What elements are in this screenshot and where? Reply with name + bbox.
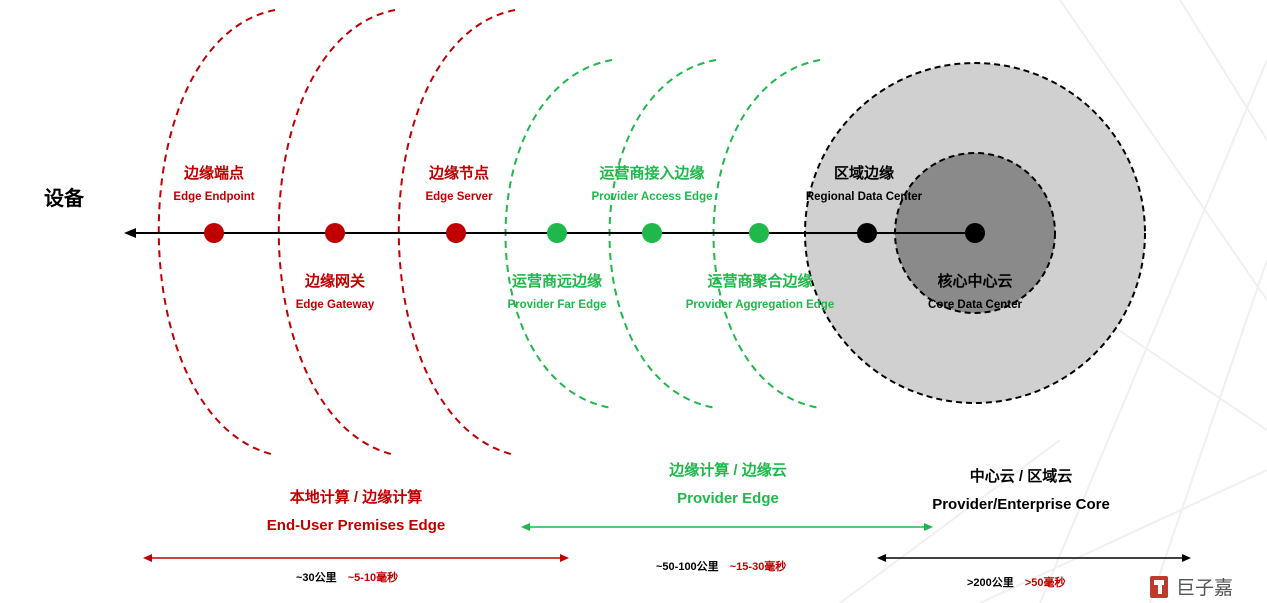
range-arrow-provider-edge bbox=[521, 523, 933, 531]
node-zh-provider-access-edge: 运营商接入边缘 bbox=[599, 164, 704, 182]
distance-value-provider-edge: ~50-100公里 bbox=[656, 560, 719, 573]
node-en-regional-data-center: Regional Data Center bbox=[806, 191, 923, 203]
distance-end-user: ~30公里 ~5-10毫秒 bbox=[296, 570, 398, 584]
node-en-edge-server: Edge Server bbox=[425, 191, 493, 203]
node-provider-aggregation-edge: 运营商聚合边缘 Provider Aggregation Edge bbox=[686, 223, 834, 311]
category-en-provider-edge: Provider Edge bbox=[677, 490, 779, 507]
node-en-edge-gateway: Edge Gateway bbox=[296, 299, 375, 311]
distance-value-provider-core: >200公里 bbox=[967, 576, 1014, 589]
node-dot-regional-data-center bbox=[857, 223, 877, 243]
node-edge-endpoint: 边缘端点 Edge Endpoint bbox=[173, 164, 255, 243]
latency-value-provider-core: >50毫秒 bbox=[1025, 575, 1066, 589]
node-dot-provider-access-edge bbox=[642, 223, 662, 243]
range-arrow-provider-core bbox=[877, 554, 1191, 562]
node-edge-gateway: 边缘网关 Edge Gateway bbox=[296, 223, 375, 311]
range-arrows-layer bbox=[143, 523, 1191, 562]
distance-provider-core: >200公里 >50毫秒 bbox=[967, 575, 1066, 589]
node-zh-edge-gateway: 边缘网关 bbox=[304, 272, 365, 290]
arc-provider-far-edge bbox=[504, 59, 613, 409]
node-zh-edge-endpoint: 边缘端点 bbox=[183, 164, 244, 182]
range-arrow-end-user bbox=[143, 554, 569, 562]
node-dot-provider-far-edge bbox=[547, 223, 567, 243]
node-en-provider-far-edge: Provider Far Edge bbox=[507, 299, 606, 311]
category-zh-provider-core: 中心云 / 区域云 bbox=[970, 467, 1073, 485]
category-zh-end-user: 本地计算 / 边缘计算 bbox=[290, 488, 423, 506]
arc-edge-server bbox=[397, 9, 516, 456]
arc-provider-aggregation-edge bbox=[712, 59, 821, 409]
node-regional-data-center: 区域边缘 Regional Data Center bbox=[806, 164, 923, 243]
device-label: 设备 bbox=[44, 186, 85, 210]
node-dot-edge-server bbox=[446, 223, 466, 243]
node-core-data-center: 核心中心云 Core Data Center bbox=[928, 223, 1022, 311]
juzijia-logo-icon bbox=[1150, 576, 1168, 598]
logo-text: 巨子嘉 bbox=[1176, 577, 1233, 599]
category-zh-provider-edge: 边缘计算 / 边缘云 bbox=[668, 461, 787, 479]
arc-edge-gateway bbox=[277, 9, 396, 456]
node-dot-edge-endpoint bbox=[204, 223, 224, 243]
node-en-provider-access-edge: Provider Access Edge bbox=[591, 191, 712, 203]
arc-provider-access-edge bbox=[608, 59, 717, 409]
node-provider-access-edge: 运营商接入边缘 Provider Access Edge bbox=[591, 164, 713, 243]
node-edge-server: 边缘节点 Edge Server bbox=[425, 164, 493, 243]
distances-layer: ~30公里 ~5-10毫秒 ~50-100公里 ~15-30毫秒 >200公里 … bbox=[296, 559, 1066, 589]
arcs-layer bbox=[157, 9, 821, 456]
node-zh-provider-far-edge: 运营商远边缘 bbox=[512, 272, 602, 290]
node-zh-core-data-center: 核心中心云 bbox=[937, 272, 1012, 290]
latency-value-end-user: ~5-10毫秒 bbox=[348, 570, 398, 584]
category-en-end-user: End-User Premises Edge bbox=[267, 517, 445, 534]
category-en-provider-core: Provider/Enterprise Core bbox=[932, 496, 1110, 513]
node-zh-provider-aggregation-edge: 运营商聚合边缘 bbox=[707, 272, 812, 290]
node-en-core-data-center: Core Data Center bbox=[928, 299, 1022, 311]
node-zh-regional-data-center: 区域边缘 bbox=[834, 164, 894, 182]
node-zh-edge-server: 边缘节点 bbox=[428, 164, 489, 182]
nodes-layer: 边缘端点 Edge Endpoint 边缘网关 Edge Gateway 边缘节… bbox=[173, 164, 1022, 311]
node-provider-far-edge: 运营商远边缘 Provider Far Edge bbox=[507, 223, 607, 311]
arc-edge-endpoint bbox=[157, 9, 276, 456]
device-axis-arrowhead bbox=[124, 228, 136, 238]
logo: 巨子嘉 bbox=[1150, 576, 1233, 599]
node-dot-provider-aggregation-edge bbox=[749, 223, 769, 243]
latency-value-provider-edge: ~15-30毫秒 bbox=[730, 559, 787, 573]
categories-layer: 本地计算 / 边缘计算 End-User Premises Edge 边缘计算 … bbox=[267, 461, 1110, 534]
distance-provider-edge: ~50-100公里 ~15-30毫秒 bbox=[656, 559, 786, 573]
node-dot-core-data-center bbox=[965, 223, 985, 243]
distance-value-end-user: ~30公里 bbox=[296, 571, 337, 584]
node-dot-edge-gateway bbox=[325, 223, 345, 243]
node-en-edge-endpoint: Edge Endpoint bbox=[173, 191, 254, 203]
node-en-provider-aggregation-edge: Provider Aggregation Edge bbox=[686, 299, 834, 311]
